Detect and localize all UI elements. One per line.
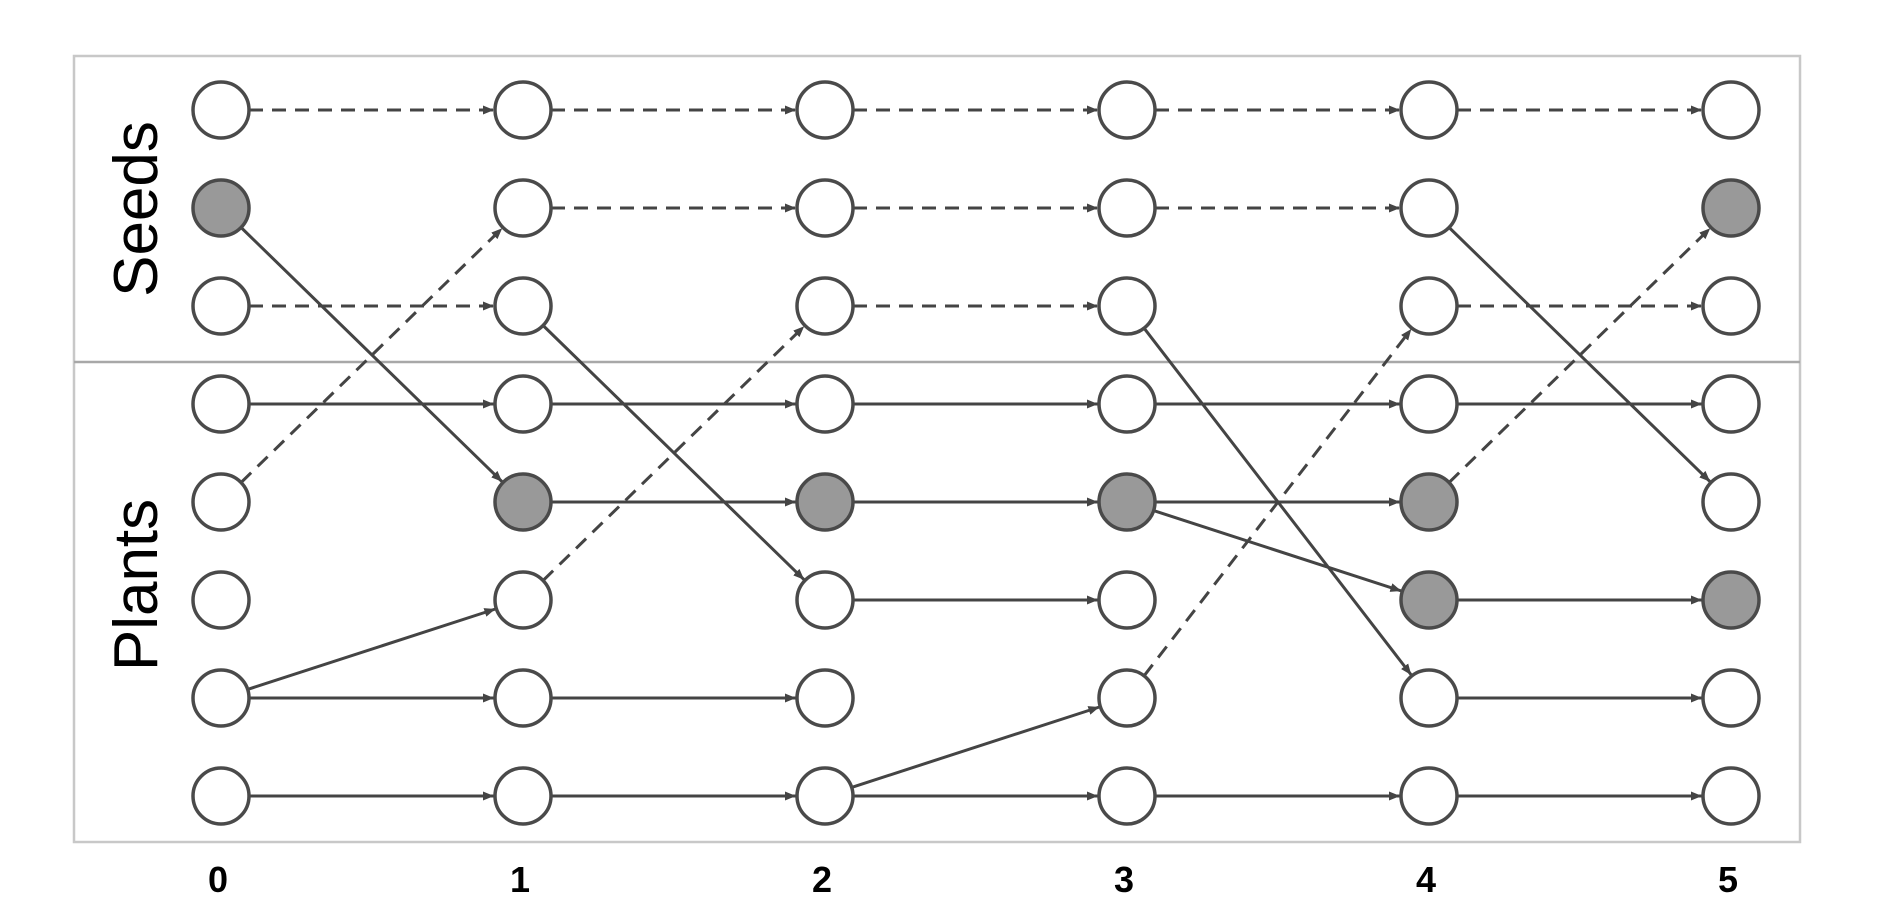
solid-edge-arrow [1448,226,1712,483]
empty-seed-node [493,80,553,140]
dashed-edge-arrow [542,325,806,582]
empty-seed-node [191,80,251,140]
empty-plant-node [1701,668,1761,728]
empty-plant-node [1399,374,1459,434]
empty-plant-node [493,766,553,826]
empty-seed-node [1701,276,1761,336]
empty-seed-node [191,276,251,336]
column-label: 1 [510,859,530,900]
solid-edge-arrow [851,705,1100,789]
filled-plant-node [795,472,855,532]
solid-edge-arrow [247,607,496,691]
empty-plant-node [1701,766,1761,826]
filled-seed-node [1701,178,1761,238]
empty-seed-node [1399,276,1459,336]
filled-plant-node [1097,472,1157,532]
empty-plant-node [1701,374,1761,434]
filled-plant-node [1399,472,1459,532]
empty-seed-node [1097,178,1157,238]
empty-plant-node [1399,766,1459,826]
empty-seed-node [1399,80,1459,140]
column-label: 5 [1718,859,1738,900]
empty-plant-node [1399,668,1459,728]
column-label: 0 [208,859,228,900]
empty-seed-node [1701,80,1761,140]
seeds-section-label: Seeds [102,121,171,297]
column-label: 3 [1114,859,1134,900]
empty-seed-node [1097,276,1157,336]
empty-plant-node [1097,570,1157,630]
empty-seed-node [795,276,855,336]
empty-seed-node [1097,80,1157,140]
empty-plant-node [795,570,855,630]
solid-edge-arrow [1153,509,1402,593]
empty-plant-node [191,472,251,532]
empty-seed-node [493,178,553,238]
empty-plant-node [1701,472,1761,532]
time-axis-labels: 0 1 2 3 4 5 [208,859,1738,900]
empty-plant-node [191,668,251,728]
empty-seed-node [795,80,855,140]
empty-plant-node [191,570,251,630]
column-label: 2 [812,859,832,900]
diagram-frame [72,54,1802,844]
dashed-edge-arrow [240,227,504,484]
empty-plant-node [1097,374,1157,434]
filled-plant-node [493,472,553,532]
filled-seed-node [191,178,251,238]
empty-plant-node [493,570,553,630]
solid-edge-arrow [240,226,504,483]
dashed-edge-arrow [1142,328,1413,677]
filled-plant-node [1399,570,1459,630]
empty-plant-node [493,668,553,728]
empty-plant-node [493,374,553,434]
plants-section-label: Plants [102,499,171,671]
empty-seed-node [1399,178,1459,238]
edges-layer [240,105,1712,801]
empty-plant-node [1097,668,1157,728]
empty-plant-node [191,766,251,826]
empty-plant-node [1097,766,1157,826]
empty-plant-node [191,374,251,434]
empty-plant-node [795,766,855,826]
dashed-edge-arrow [1448,227,1712,484]
column-label: 4 [1416,859,1436,900]
empty-plant-node [795,374,855,434]
empty-seed-node [493,276,553,336]
empty-plant-node [795,668,855,728]
empty-seed-node [795,178,855,238]
filled-plant-node [1701,570,1761,630]
solid-edge-arrow [542,324,806,581]
nodes-layer [191,80,1761,826]
